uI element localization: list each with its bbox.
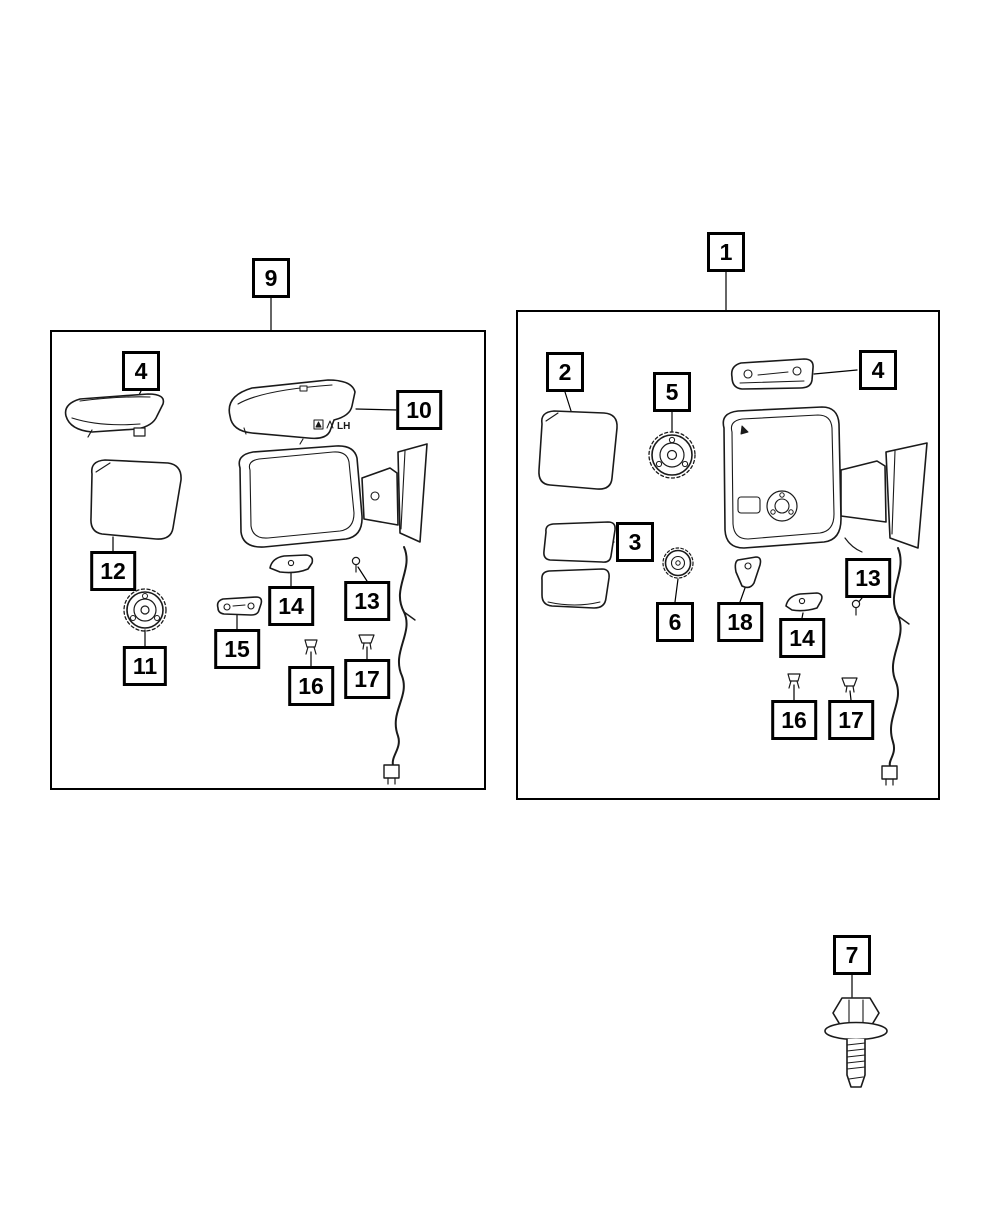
leader-lines <box>112 271 863 998</box>
callout-left-10[interactable]: 10 <box>396 390 442 430</box>
callout-right-3[interactable]: 3 <box>616 522 654 562</box>
right-assembly-panel <box>516 310 940 800</box>
clip-17-right <box>841 677 858 693</box>
callout-right-13[interactable]: 13 <box>845 558 891 598</box>
callout-bolt-7[interactable]: 7 <box>833 935 871 975</box>
screw-13-left <box>351 556 361 573</box>
bracket-14-left <box>269 554 314 574</box>
bracket-18-right <box>734 556 762 589</box>
callout-left-11[interactable]: 11 <box>122 646 168 686</box>
cap-hand-marking: LH <box>337 421 350 432</box>
screw-13-right <box>851 599 861 616</box>
mirror-assembly-left <box>238 438 428 548</box>
callout-left-16[interactable]: 16 <box>288 666 334 706</box>
clip-16-left <box>304 639 318 655</box>
mount-bracket-right <box>730 358 814 390</box>
spotter-glass-upper <box>543 521 616 563</box>
callout-right-17[interactable]: 17 <box>828 700 874 740</box>
callout-right-18[interactable]: 18 <box>717 602 763 642</box>
turn-signal-lamp-left <box>64 393 165 438</box>
spotter-glass-lower <box>541 568 610 609</box>
callout-right-2[interactable]: 2 <box>546 352 584 392</box>
bracket-14-right <box>785 592 823 612</box>
clip-16-right <box>787 673 801 689</box>
clip-17-left <box>358 634 375 650</box>
callout-left-13[interactable]: 13 <box>344 581 390 621</box>
callout-panel-left-9[interactable]: 9 <box>252 258 290 298</box>
callout-right-14[interactable]: 14 <box>779 618 825 658</box>
callout-left-15[interactable]: 15 <box>214 629 260 669</box>
callout-right-6[interactable]: 6 <box>656 602 694 642</box>
callout-right-16[interactable]: 16 <box>771 700 817 740</box>
callout-right-4[interactable]: 4 <box>859 350 897 390</box>
mirror-assembly-right <box>722 406 928 553</box>
mirror-motor-right-5 <box>648 431 696 479</box>
mirror-cap-left: LH <box>228 379 356 440</box>
callout-left-12[interactable]: 12 <box>90 551 136 591</box>
callout-left-14[interactable]: 14 <box>268 586 314 626</box>
mirror-glass-left <box>90 459 182 540</box>
left-assembly-panel <box>50 330 486 790</box>
mirror-motor-right-6 <box>662 547 694 579</box>
flange-bolt <box>824 997 888 1088</box>
callout-left-4[interactable]: 4 <box>122 351 160 391</box>
wiring-harness-right <box>881 547 910 786</box>
bracket-15-left <box>216 596 263 616</box>
mirror-glass-right <box>538 410 618 490</box>
callout-right-5[interactable]: 5 <box>653 372 691 412</box>
callout-left-17[interactable]: 17 <box>344 659 390 699</box>
wiring-harness-left <box>383 546 416 785</box>
callout-panel-right-1[interactable]: 1 <box>707 232 745 272</box>
mirror-motor-left <box>123 588 167 632</box>
